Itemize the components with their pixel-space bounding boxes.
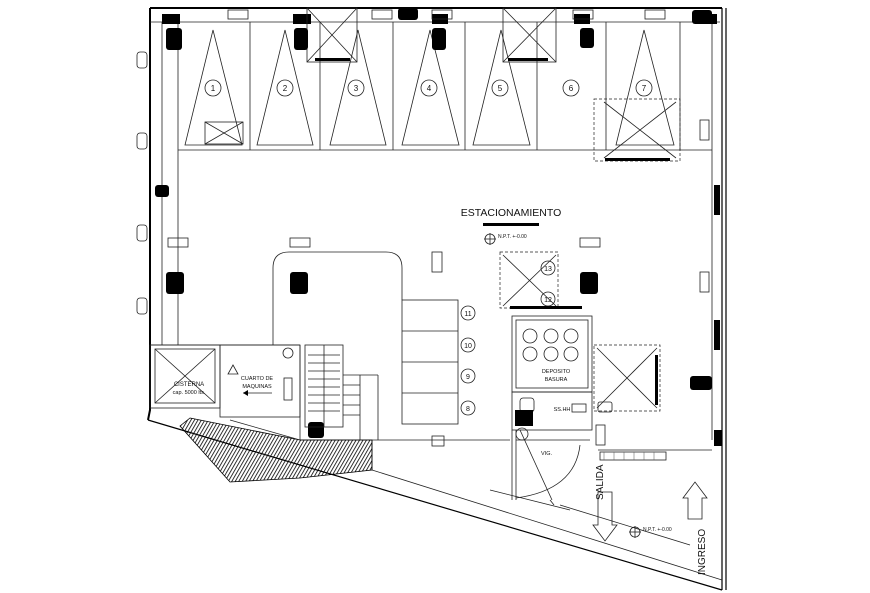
main-area-label: ESTACIONAMIENTO — [461, 207, 562, 219]
stall-number-1: 1 — [211, 84, 216, 93]
stall-number-9: 9 — [466, 374, 470, 381]
trash-deposit: DEPOSITO BASURA — [511, 315, 593, 393]
parking-stalls-right: 13 12 — [499, 251, 582, 309]
stall-number-2: 2 — [283, 84, 288, 93]
guard-label: VIG. — [541, 451, 552, 457]
stall-number-4: 4 — [427, 84, 432, 93]
machine-room-line2: MAQUINAS — [242, 384, 272, 390]
outer-walls — [147, 7, 727, 591]
level-marker-text: N.P.T. +-0.00 — [498, 234, 527, 240]
cistern: CISTERNA cap. 5000 lts. — [149, 344, 221, 409]
main-area-underline — [483, 223, 539, 226]
stall-number-12: 12 — [544, 297, 552, 304]
cistern-capacity: cap. 5000 lts. — [173, 390, 206, 396]
parking-stalls-top: 1 2 3 4 5 6 7 — [184, 7, 681, 162]
guard-booth: VIG. — [511, 427, 712, 501]
left-exterior-details — [136, 51, 148, 315]
restroom: SS.HH — [511, 391, 613, 431]
restroom-label: SS.HH — [554, 407, 571, 413]
central-island — [272, 251, 510, 447]
exit-label: SALIDA — [595, 464, 606, 500]
right-shaft — [593, 344, 661, 412]
machine-room: CUARTO DE MAQUINAS — [219, 344, 301, 418]
entry-label: INGRESO — [697, 529, 708, 575]
stall-number-6: 6 — [569, 84, 574, 93]
stall-number-3: 3 — [354, 84, 359, 93]
cistern-title: CISTERNA — [174, 382, 204, 388]
stall-number-11: 11 — [464, 311, 471, 318]
stall-number-5: 5 — [498, 84, 503, 93]
stall-number-10: 10 — [464, 343, 472, 350]
machine-room-line1: CUARTO DE — [241, 376, 274, 382]
stall-number-7: 7 — [642, 84, 647, 93]
car-icons — [155, 8, 712, 438]
entry-arrow: INGRESO — [682, 481, 708, 575]
level-marker: N.P.T. +-0.00 — [484, 233, 527, 245]
sign-boxes — [167, 9, 710, 446]
trash-label-line2: BASURA — [545, 377, 568, 383]
exit-arrow: SALIDA — [592, 464, 618, 542]
hatched-ramp — [179, 417, 373, 483]
parking-stalls-center: 11 10 9 8 — [401, 299, 476, 425]
stall-number-8: 8 — [466, 406, 470, 413]
trash-label-line1: DEPOSITO — [542, 369, 571, 375]
driveway-lines — [489, 489, 691, 546]
level-marker-entry-text: N.P.T. +-0.00 — [643, 527, 672, 533]
stall-number-13: 13 — [544, 266, 552, 273]
